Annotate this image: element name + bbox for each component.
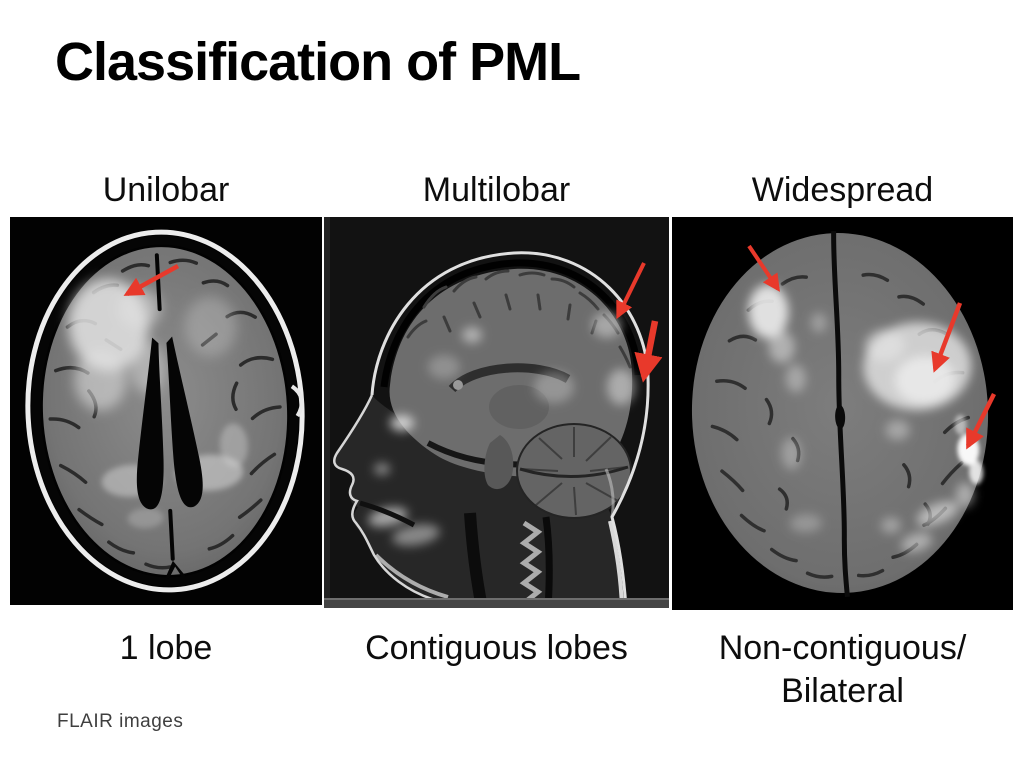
face-profile-outline — [333, 394, 461, 608]
unilobar-mri-image — [10, 217, 322, 605]
frontal-lesion — [68, 278, 237, 411]
footer-note: FLAIR images — [57, 711, 184, 732]
widespread-mri-image — [672, 217, 1013, 610]
caption-line: Contiguous lobes — [365, 629, 628, 667]
caption-line: 1 lobe — [119, 629, 213, 667]
cervical-spine — [519, 520, 543, 605]
facial-structures — [368, 415, 440, 546]
caption-line: Non-contiguous/ — [718, 629, 967, 667]
caption-multilobar: Contiguous lobes — [324, 627, 669, 670]
caption-line: Bilateral — [781, 672, 904, 710]
lesion-arrow — [747, 244, 780, 292]
thalamus — [489, 385, 549, 429]
label-widespread: Widespread — [751, 171, 934, 209]
caption-widespread: Non-contiguous/ Bilateral — [672, 627, 1013, 713]
brainstem — [484, 435, 514, 490]
lesion-arrow — [616, 262, 646, 320]
spinal-canal — [542, 516, 553, 608]
lesion-arrow — [123, 264, 180, 296]
label-unilobar: Unilobar — [102, 171, 230, 209]
face-soft-tissue — [334, 395, 626, 608]
lesion-arrow — [634, 320, 663, 383]
label-multilobar: Multilobar — [422, 171, 571, 209]
lesion-arrow — [965, 392, 997, 450]
scalp-bump — [290, 384, 304, 418]
white-matter-lesions — [428, 312, 635, 405]
ventricles — [136, 253, 203, 580]
multilobar-mri-image — [324, 217, 669, 608]
gyri — [406, 269, 632, 369]
image-bottom-bar — [324, 598, 669, 608]
jaw-line — [374, 553, 449, 599]
mouth-line — [359, 500, 416, 528]
scalp-outline — [370, 251, 650, 608]
cerebellum — [516, 423, 632, 519]
lesion-arrow — [931, 302, 963, 373]
page-title: Classification of PML — [55, 32, 581, 92]
caption-unilobar: 1 lobe — [10, 627, 322, 670]
